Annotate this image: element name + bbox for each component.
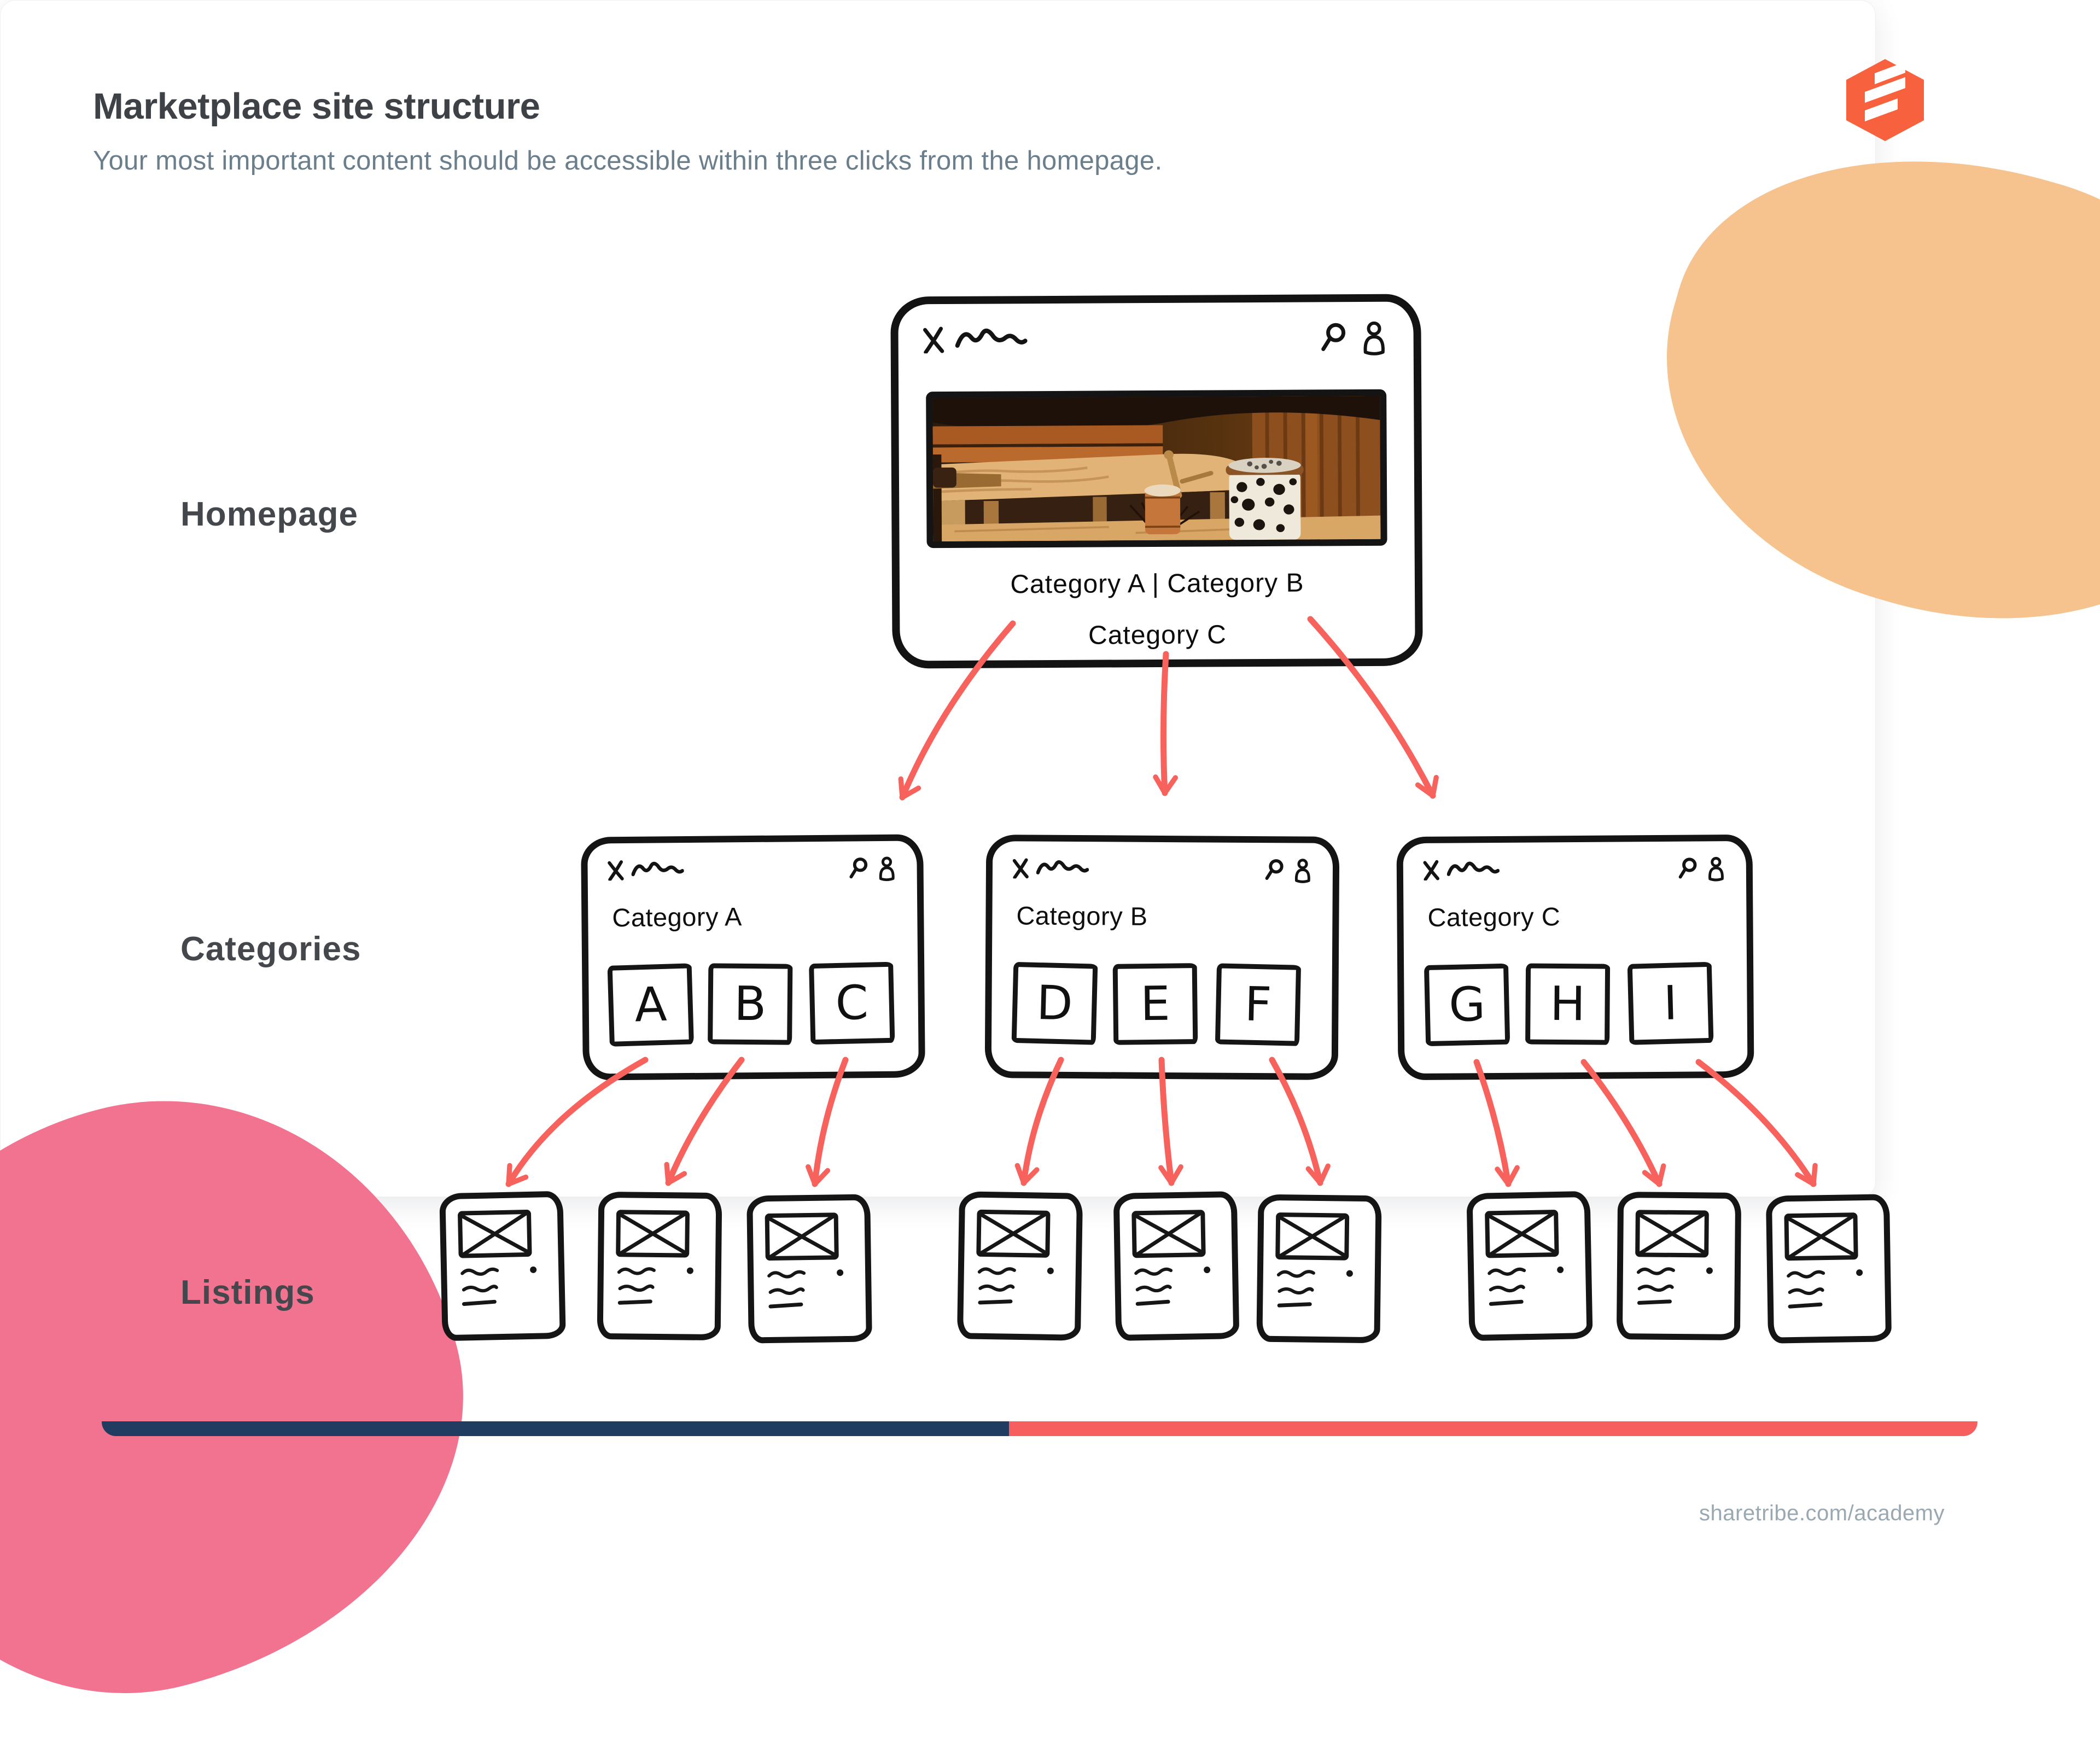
listing-wireframe bbox=[1485, 1210, 1564, 1306]
user-icon bbox=[1294, 859, 1310, 883]
bottom-bar-coral bbox=[1009, 1421, 1978, 1436]
browser-chrome-right bbox=[1678, 856, 1725, 882]
browser-chrome-left bbox=[923, 325, 1028, 354]
user-icon bbox=[1363, 321, 1385, 355]
subcategory-box: I bbox=[1627, 961, 1714, 1045]
listing-wireframe bbox=[1784, 1212, 1863, 1309]
close-x-icon bbox=[923, 326, 944, 354]
homepage-nav-line1: Category A | Category B bbox=[1010, 568, 1304, 599]
scribble-line-icon bbox=[1446, 861, 1500, 876]
browser-chrome-right bbox=[1265, 858, 1312, 884]
listing-card bbox=[746, 1194, 872, 1344]
subcategory-box: D bbox=[1011, 961, 1098, 1045]
listing-card bbox=[439, 1191, 566, 1341]
listing-wireframe bbox=[1131, 1210, 1211, 1306]
subcategory-box: E bbox=[1112, 963, 1198, 1045]
listing-wireframe bbox=[458, 1210, 537, 1306]
search-icon bbox=[1265, 859, 1284, 880]
subcategory-box: G bbox=[1424, 963, 1510, 1047]
user-icon bbox=[879, 856, 895, 882]
subcategory-box: C bbox=[809, 961, 895, 1045]
user-icon bbox=[1708, 856, 1724, 882]
sharetribe-logo-icon bbox=[1846, 59, 1924, 141]
footer-url: sharetribe.com/academy bbox=[1699, 1501, 1945, 1525]
category-b-browser-window: Category B D E F bbox=[984, 835, 1340, 1080]
row-label-categories: Categories bbox=[180, 930, 361, 968]
scribble-line-icon bbox=[631, 861, 684, 877]
browser-chrome-right bbox=[849, 856, 896, 882]
browser-chrome-left bbox=[607, 859, 684, 881]
category-c-browser-window: Category C G H I bbox=[1396, 834, 1754, 1081]
listing-card bbox=[956, 1191, 1083, 1341]
homepage-nav-line2: Category C bbox=[1088, 620, 1227, 650]
row-label-homepage: Homepage bbox=[180, 495, 358, 533]
page-subtitle: Your most important content should be ac… bbox=[93, 146, 1163, 176]
category-browser-title: Category A bbox=[612, 902, 743, 932]
listing-card bbox=[1765, 1194, 1892, 1344]
subcategory-box: H bbox=[1525, 963, 1611, 1045]
listing-card bbox=[1113, 1191, 1240, 1341]
scribble-line-icon bbox=[1036, 860, 1089, 874]
listing-wireframe bbox=[1275, 1212, 1353, 1308]
browser-chrome-right bbox=[1320, 321, 1387, 356]
listing-card bbox=[1466, 1191, 1593, 1341]
scribble-line-icon bbox=[955, 328, 1028, 348]
search-icon bbox=[1321, 323, 1346, 351]
page-title: Marketplace site structure bbox=[93, 86, 540, 127]
search-icon bbox=[849, 858, 868, 879]
search-icon bbox=[1678, 858, 1697, 879]
subcategory-box: A bbox=[607, 963, 694, 1047]
bottom-bar-navy bbox=[102, 1421, 1009, 1436]
sauna-photo-illustration bbox=[932, 395, 1381, 542]
listing-card bbox=[597, 1191, 722, 1341]
close-x-icon bbox=[1423, 860, 1439, 880]
category-a-browser-window: Category A A B C bbox=[581, 834, 925, 1081]
homepage-browser-window: Category A | Category B Category C bbox=[890, 294, 1423, 669]
close-x-icon bbox=[608, 860, 624, 881]
listing-wireframe bbox=[1635, 1210, 1713, 1305]
listing-card bbox=[1256, 1194, 1382, 1344]
browser-chrome-left bbox=[1423, 859, 1500, 880]
browser-chrome-left bbox=[1012, 858, 1089, 879]
subcategory-box: B bbox=[708, 963, 793, 1045]
close-x-icon bbox=[1012, 858, 1029, 879]
subcategory-box: F bbox=[1215, 963, 1302, 1046]
category-browser-title: Category B bbox=[1016, 901, 1148, 931]
listing-wireframe bbox=[765, 1212, 844, 1309]
listing-wireframe bbox=[976, 1209, 1054, 1305]
category-browser-title: Category C bbox=[1427, 902, 1561, 932]
row-label-listings: Listings bbox=[180, 1274, 315, 1311]
listing-wireframe bbox=[616, 1210, 693, 1305]
homepage-hero-photo bbox=[926, 389, 1387, 549]
listing-card bbox=[1616, 1192, 1742, 1340]
